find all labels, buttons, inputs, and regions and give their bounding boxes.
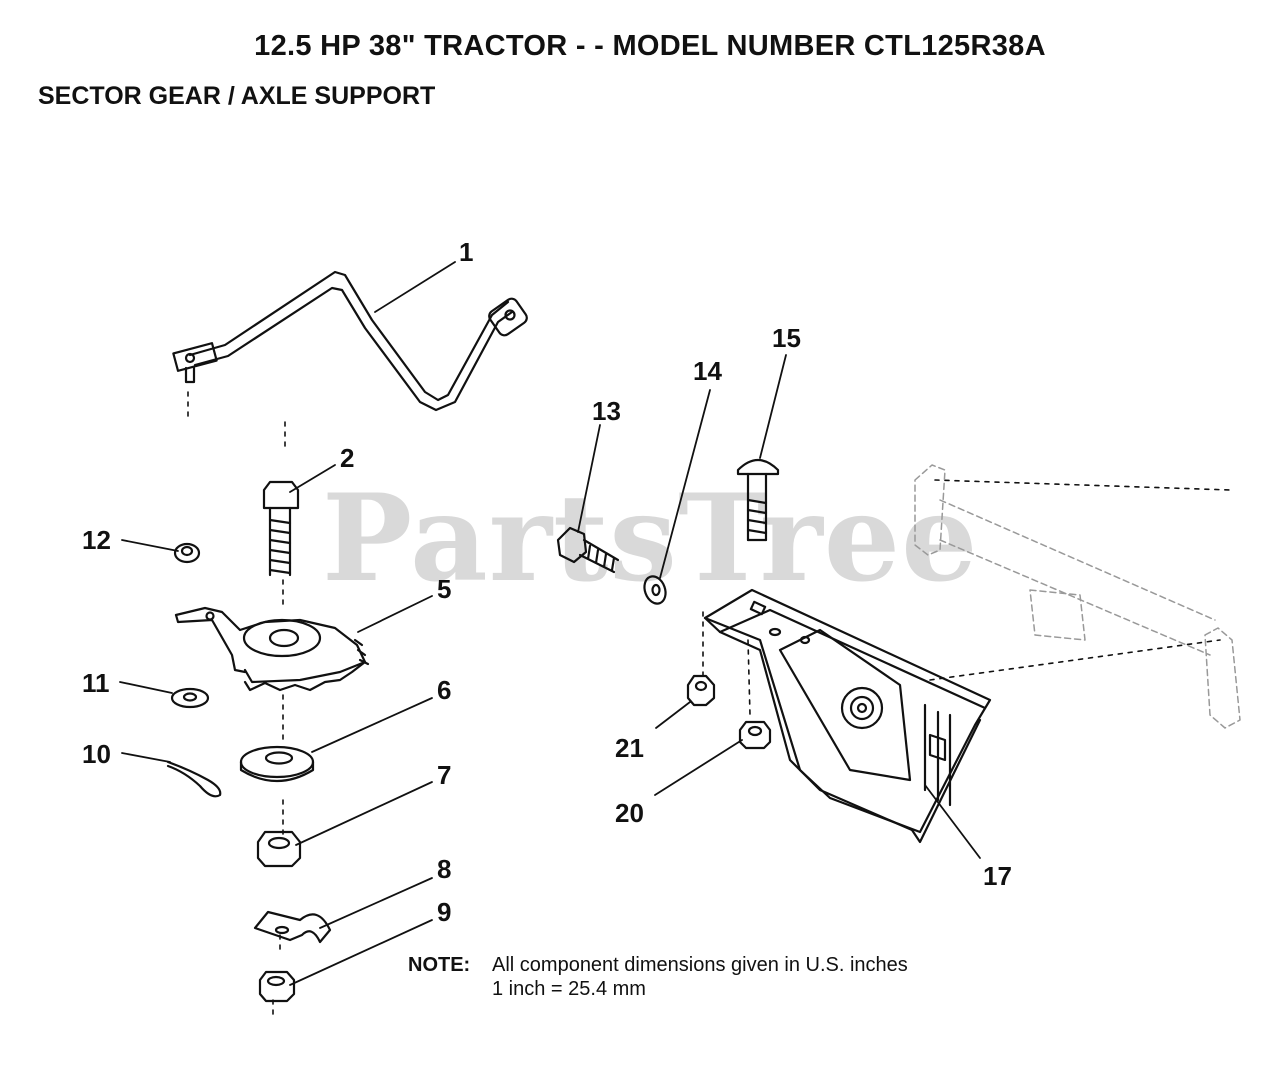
phantom-axle: [914, 464, 1241, 729]
callout-8: 8: [437, 854, 452, 884]
note-line-2: 1 inch = 25.4 mm: [492, 978, 646, 1000]
callout-9: 9: [437, 897, 452, 927]
part-7-nut: [256, 830, 302, 868]
callout-11: 11: [82, 668, 110, 698]
callout-1: 1: [459, 237, 474, 267]
section-title: SECTOR GEAR / AXLE SUPPORT: [38, 82, 436, 110]
part-15-carriage-bolt: [736, 458, 780, 542]
part-1-drag-link: [172, 270, 528, 412]
part-5-sector-gear: [174, 606, 370, 692]
part-8-clip: [253, 910, 332, 944]
part-11-washer: [170, 687, 210, 709]
callout-12: 12: [82, 525, 111, 555]
part-20-nut: [738, 720, 772, 750]
callout-10: 10: [82, 739, 111, 769]
dimension-note: NOTE: All component dimensions given in …: [408, 953, 908, 1001]
callout-7: 7: [437, 760, 452, 790]
callout-21: 21: [615, 733, 644, 763]
part-17-axle-support: [703, 588, 992, 844]
part-6-washer: [239, 745, 315, 782]
callout-17: 17: [983, 861, 1012, 891]
callout-14: 14: [693, 356, 722, 386]
part-9-nut: [258, 970, 296, 1003]
callout-20: 20: [615, 798, 644, 828]
part-13-bolt: [556, 526, 620, 574]
callout-13: 13: [592, 396, 621, 426]
part-21-nut: [686, 674, 716, 707]
callout-2: 2: [340, 443, 355, 473]
part-10-cotter-pin: [166, 760, 222, 798]
callout-15: 15: [772, 323, 801, 353]
callout-5: 5: [437, 574, 452, 604]
part-12-nut: [173, 542, 201, 564]
callout-6: 6: [437, 675, 452, 705]
note-line-1: All component dimensions given in U.S. i…: [492, 954, 908, 976]
part-2-bolt: [262, 480, 300, 577]
watermark: PartsTree: [322, 468, 979, 609]
part-14-washer: [643, 575, 667, 605]
page-title: 12.5 HP 38" TRACTOR - - MODEL NUMBER CTL…: [254, 30, 1046, 62]
note-label: NOTE:: [408, 954, 471, 976]
